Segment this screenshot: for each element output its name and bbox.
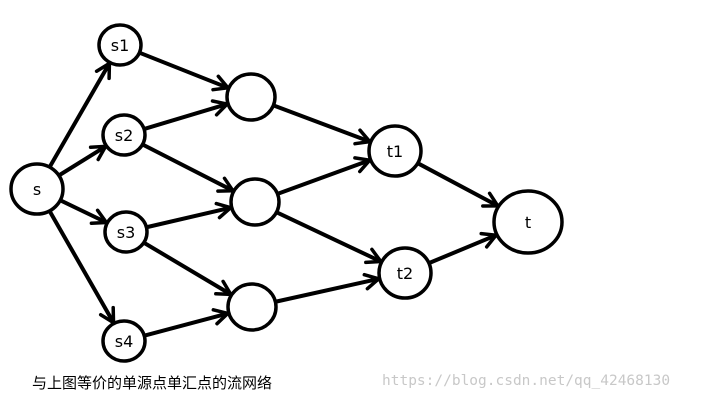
node-label-t1: t1 xyxy=(387,142,403,161)
node-circle-t1 xyxy=(367,124,423,178)
edge-s-s1 xyxy=(47,61,112,170)
node-a xyxy=(225,72,277,122)
edge-s-s3 xyxy=(57,197,109,225)
edge-s3-b xyxy=(143,205,233,230)
node-t1: t1 xyxy=(367,124,423,178)
edge-t2-t xyxy=(426,233,499,266)
node-circle-b xyxy=(229,177,281,227)
edge-t1-t xyxy=(414,160,500,208)
node-circle-s2 xyxy=(101,113,147,157)
node-circle-c xyxy=(226,282,278,332)
node-s3: s3 xyxy=(103,210,149,254)
node-label-s2: s2 xyxy=(115,126,134,145)
node-circle-s1 xyxy=(97,23,143,67)
edge-a-t1 xyxy=(270,103,372,144)
node-s4: s4 xyxy=(101,319,147,363)
node-t: t xyxy=(492,189,564,255)
edge-s3-c xyxy=(140,240,233,297)
node-s: s xyxy=(9,162,65,216)
edge-b-t1 xyxy=(274,158,372,197)
edge-s1-a xyxy=(136,50,230,90)
node-label-t: t xyxy=(525,213,531,232)
node-label-t2: t2 xyxy=(397,264,413,283)
node-circle-t xyxy=(492,189,564,255)
node-label-s4: s4 xyxy=(115,332,134,351)
edge-s-s2 xyxy=(56,144,108,178)
edge-s-s4 xyxy=(47,208,116,325)
node-label-s1: s1 xyxy=(111,36,130,55)
edge-c-t2 xyxy=(272,276,381,304)
edge-b-t2 xyxy=(273,209,383,264)
diagram-caption: 与上图等价的单源点单汇点的流网络 xyxy=(32,374,273,392)
node-circle-s3 xyxy=(103,210,149,254)
node-b xyxy=(229,177,281,227)
edge-s2-a xyxy=(141,102,230,132)
node-circle-s xyxy=(9,162,65,216)
node-circle-t2 xyxy=(377,246,433,300)
node-label-s: s xyxy=(33,180,41,199)
source-watermark: https://blog.csdn.net/qq_42468130 xyxy=(382,373,671,389)
node-c xyxy=(226,282,278,332)
node-s2: s2 xyxy=(101,113,147,157)
node-circle-s4 xyxy=(101,319,147,363)
edge-s4-c xyxy=(141,311,230,338)
edge-s2-b xyxy=(139,142,235,193)
node-s1: s1 xyxy=(97,23,143,67)
node-label-s3: s3 xyxy=(117,223,136,242)
node-circle-a xyxy=(225,72,277,122)
node-t2: t2 xyxy=(377,246,433,300)
